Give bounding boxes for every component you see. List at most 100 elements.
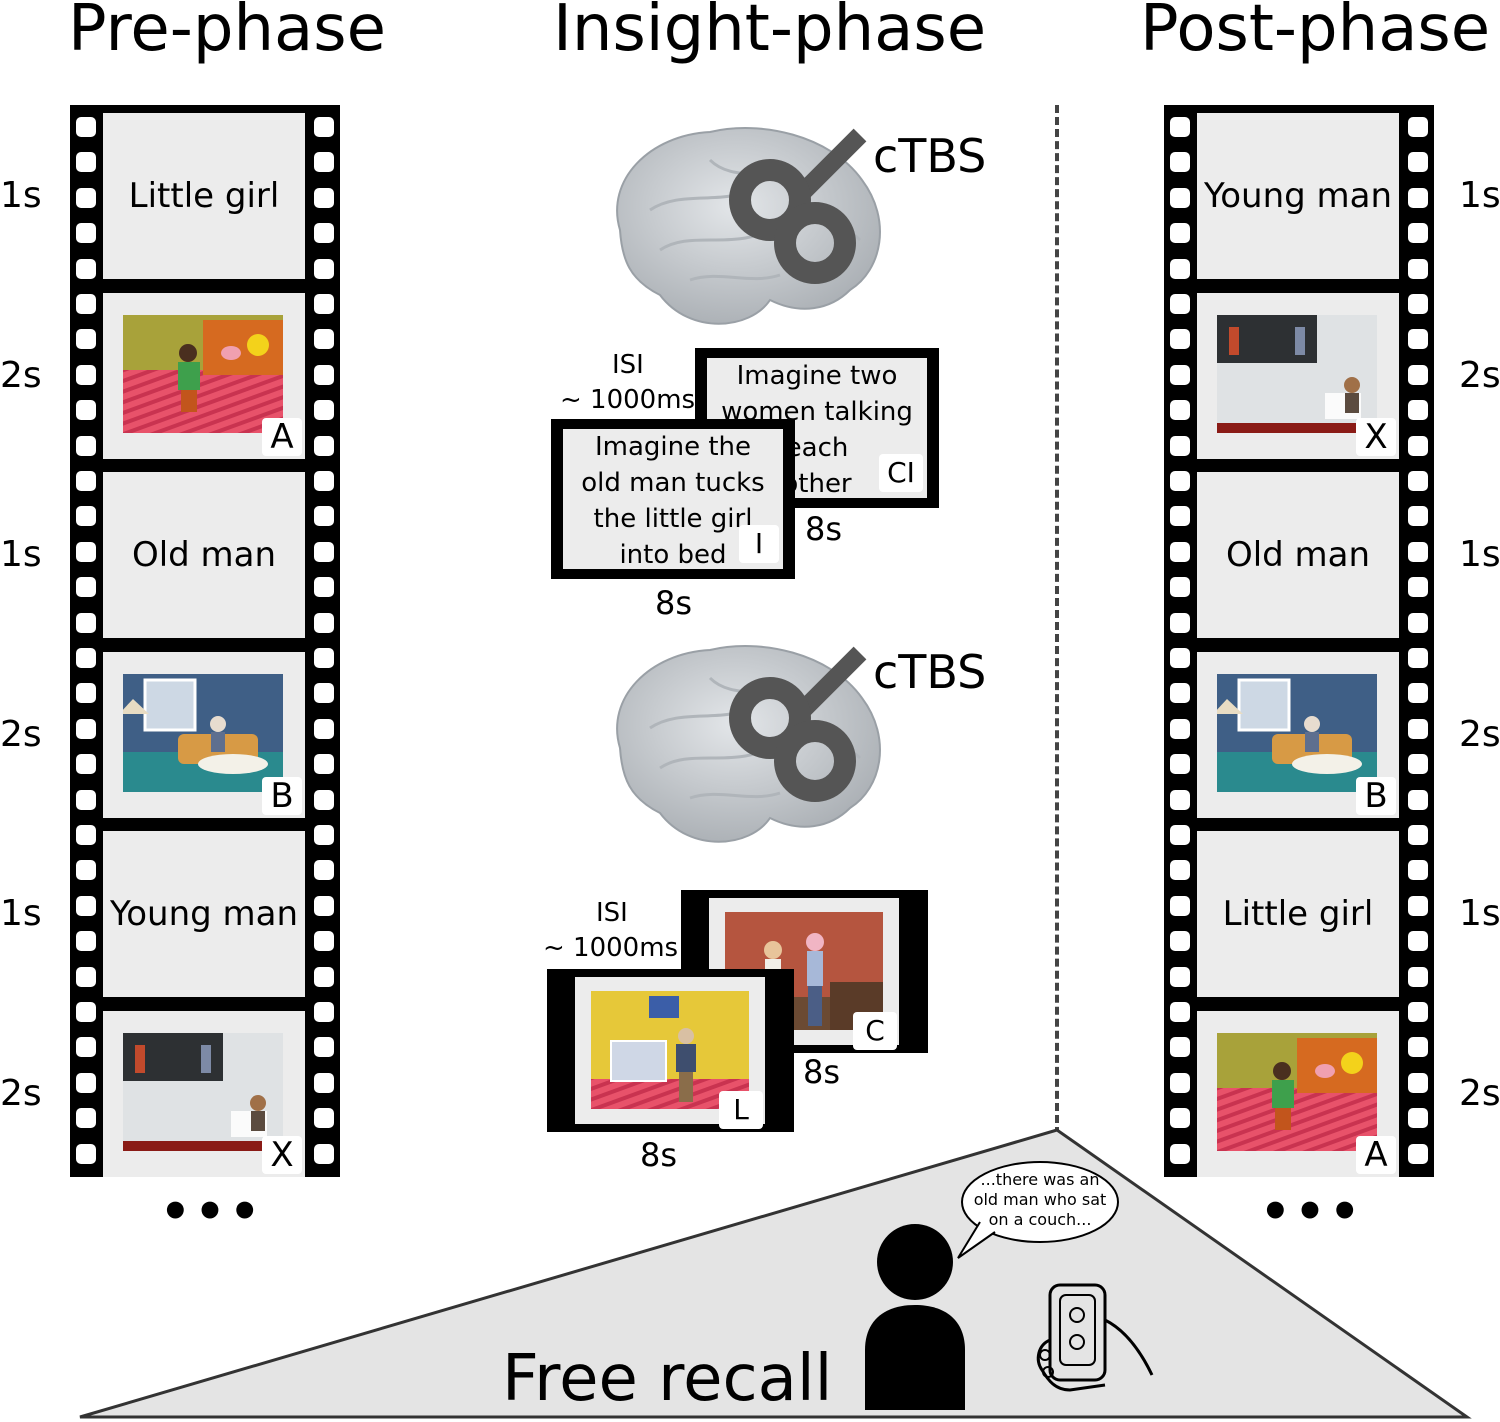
visual-card-front: L bbox=[547, 969, 794, 1132]
sprocket-hole bbox=[1408, 825, 1428, 845]
sprocket-hole bbox=[76, 187, 96, 208]
sprocket-hole bbox=[1170, 789, 1190, 810]
sprocket-hole bbox=[76, 506, 96, 527]
verbal-back-line-3: each bbox=[785, 433, 849, 463]
sprocket-hole bbox=[76, 789, 96, 810]
pre-duration-label: 2s bbox=[0, 354, 42, 396]
verbal-front-line-1: Imagine the bbox=[594, 432, 752, 462]
sprocket-hole bbox=[314, 223, 334, 244]
recorder-hand-icon bbox=[1036, 1283, 1154, 1392]
post-phase-title: Post-phase bbox=[1140, 0, 1491, 66]
verbal-card-front: Imagine the old man tucks the little gir… bbox=[551, 419, 795, 579]
sprocket-hole bbox=[1170, 754, 1190, 775]
sprocket-hole bbox=[1170, 117, 1190, 137]
isi-label-bottom: ISI bbox=[596, 898, 628, 928]
sprocket-hole bbox=[314, 1143, 334, 1164]
sprocket-hole bbox=[76, 152, 96, 173]
sprocket-hole bbox=[76, 541, 96, 562]
sprocket-hole bbox=[314, 1108, 334, 1129]
scene-youngman-lounge bbox=[123, 1032, 283, 1151]
sprocket-hole bbox=[76, 471, 96, 491]
post-phase-ellipsis: ••• bbox=[1260, 1184, 1365, 1240]
sprocket-hole bbox=[1170, 329, 1190, 350]
pre-frame-5: Young man bbox=[103, 831, 305, 997]
speech-line-3: on a couch... bbox=[988, 1210, 1092, 1229]
sprocket-hole bbox=[76, 648, 96, 668]
pre-word-label: Little girl bbox=[128, 176, 280, 216]
sprocket-hole bbox=[314, 258, 334, 279]
sprocket-hole bbox=[1170, 1002, 1190, 1022]
pre-frame-1: Little girl bbox=[103, 113, 305, 279]
sprocket-hole bbox=[1408, 223, 1428, 244]
sprocket-hole bbox=[1170, 435, 1190, 456]
sprocket-hole bbox=[1170, 648, 1190, 668]
sprocket-hole bbox=[1408, 1072, 1428, 1093]
sprocket-hole bbox=[314, 117, 334, 137]
sprocket-hole bbox=[1408, 258, 1428, 279]
sprocket-hole bbox=[1408, 648, 1428, 668]
sprocket-hole bbox=[314, 577, 334, 598]
sprocket-hole bbox=[314, 612, 334, 633]
sprocket-hole bbox=[76, 117, 96, 137]
sprocket-hole bbox=[1170, 471, 1190, 491]
visual-front-code: L bbox=[719, 1091, 763, 1129]
post-frame-4: B bbox=[1197, 651, 1399, 818]
sprocket-hole bbox=[1170, 1143, 1190, 1164]
post-duration-label: 2s bbox=[1459, 1072, 1500, 1114]
scene-girl-bedroom bbox=[123, 314, 283, 433]
speech-line-1: ...there was an bbox=[980, 1170, 1100, 1189]
sprocket-hole bbox=[1170, 400, 1190, 421]
isi-duration-top: ~ 1000ms bbox=[560, 385, 696, 415]
scene-oldman-livingroom bbox=[123, 673, 283, 792]
sprocket-hole bbox=[76, 931, 96, 952]
sprocket-hole bbox=[76, 754, 96, 775]
isi-label-top: ISI bbox=[612, 350, 644, 380]
pre-phase-ellipsis: ••• bbox=[160, 1184, 265, 1240]
sprocket-hole bbox=[1408, 718, 1428, 739]
verbal-back-code: CI bbox=[879, 454, 923, 492]
verbal-front-line-4: into bed bbox=[619, 540, 727, 570]
sprocket-hole bbox=[1170, 577, 1190, 598]
sprocket-hole bbox=[76, 1108, 96, 1129]
sprocket-hole bbox=[1170, 506, 1190, 527]
pre-duration-label: 2s bbox=[0, 1072, 42, 1114]
sprocket-hole bbox=[1408, 471, 1428, 491]
sprocket-hole bbox=[1170, 895, 1190, 916]
sprocket-hole bbox=[314, 152, 334, 173]
sprocket-hole bbox=[314, 541, 334, 562]
sprocket-hole bbox=[76, 1002, 96, 1022]
pre-frame-3: Old man bbox=[103, 472, 305, 638]
sprocket-hole bbox=[1408, 860, 1428, 881]
visual-back-code: C bbox=[853, 1012, 897, 1050]
sprocket-hole bbox=[314, 471, 334, 491]
pre-duration-label: 2s bbox=[0, 713, 42, 755]
free-recall-area bbox=[79, 1128, 1472, 1419]
post-word-label: Old man bbox=[1225, 535, 1371, 575]
sprocket-hole bbox=[1408, 187, 1428, 208]
sprocket-hole bbox=[314, 1072, 334, 1093]
sprocket-hole bbox=[314, 966, 334, 987]
sprocket-hole bbox=[76, 1037, 96, 1058]
pre-frame-4: B bbox=[103, 651, 305, 818]
sprocket-hole bbox=[1170, 294, 1190, 314]
sprocket-hole bbox=[1170, 966, 1190, 987]
sprocket-hole bbox=[1170, 364, 1190, 385]
pre-word-label: Old man bbox=[131, 535, 277, 575]
pre-word-label: Young man bbox=[109, 894, 299, 934]
insight-phase-title: Insight-phase bbox=[553, 0, 987, 66]
sprocket-hole bbox=[76, 258, 96, 279]
post-scene-letter: X bbox=[1356, 417, 1396, 456]
sprocket-hole bbox=[1408, 895, 1428, 916]
pre-phase-title: Pre-phase bbox=[68, 0, 386, 66]
sprocket-hole bbox=[76, 364, 96, 385]
speech-bubble-icon bbox=[957, 1161, 1119, 1259]
post-scene-letter: B bbox=[1356, 776, 1396, 815]
sprocket-hole bbox=[1408, 329, 1428, 350]
sprocket-hole bbox=[76, 966, 96, 987]
pre-scene-letter: A bbox=[262, 417, 302, 456]
sprocket-hole bbox=[1408, 117, 1428, 137]
sprocket-hole bbox=[314, 435, 334, 456]
sprocket-hole bbox=[76, 400, 96, 421]
